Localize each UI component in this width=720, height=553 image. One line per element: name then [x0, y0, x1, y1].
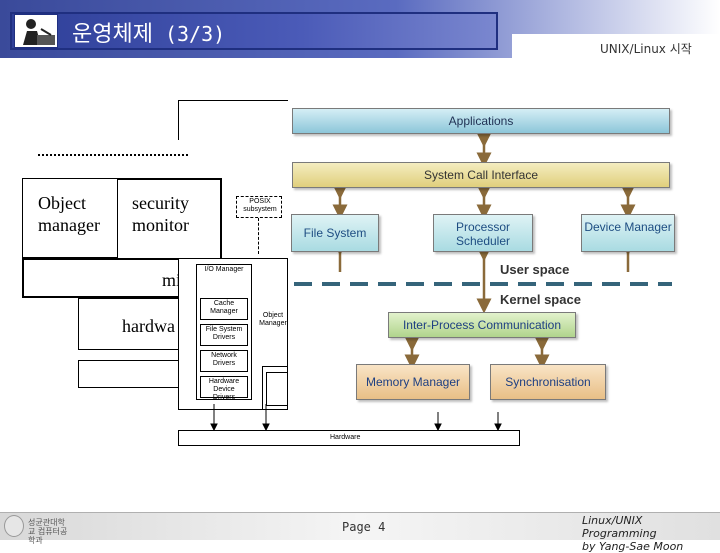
file-system-box: File System [291, 214, 379, 252]
subtitle-tab [512, 34, 720, 60]
object-manager-box [22, 178, 118, 258]
fs-drivers-box [200, 324, 248, 346]
hardware-bar-label: Hardware [330, 434, 361, 441]
cache-manager-box [200, 298, 248, 320]
title-text: 운영체제 [72, 22, 153, 47]
credit-line-1: Linux/UNIX Programming [582, 514, 657, 540]
fs-drivers-label: File System Drivers [205, 326, 243, 341]
credit-line-2: by Yang-Sae Moon [582, 540, 684, 553]
page-number: Page 4 [342, 520, 386, 534]
footer-bar [0, 512, 720, 540]
title-count: (3/3) [164, 22, 226, 46]
security-monitor-label: security monitor [132, 193, 189, 235]
device-manager-box: Device Manager [581, 214, 675, 252]
linux-diagram-connectors [294, 132, 672, 370]
kernel-space-label: Kernel space [500, 292, 581, 307]
page-subtitle: UNIX/Linux 시작 [600, 42, 692, 56]
microkernel-label: mi [162, 270, 182, 290]
title-box [10, 12, 498, 50]
posix-link [258, 218, 259, 254]
dotted-divider [38, 154, 188, 156]
memory-manager-box: Memory Manager [356, 364, 470, 400]
hardware-connectors [210, 404, 502, 432]
hw-drivers-box [200, 376, 248, 398]
user-space-label: User space [500, 262, 570, 277]
network-drivers-box [200, 350, 248, 372]
outer-frame [178, 100, 298, 140]
page-title: 운영체제 (3/3) [72, 16, 225, 48]
ipc-box: Inter-Process Communication [388, 312, 576, 338]
posix-subsystem-box [236, 196, 282, 218]
hw-drivers-label: Hardware Device Drivers [208, 378, 240, 401]
university-name: 성균관대학교 컴퓨터공학과 [28, 518, 68, 545]
synchronisation-box: Synchronisation [490, 364, 606, 400]
hardware-bar [178, 430, 520, 446]
object-manager-label: Object manager [38, 193, 100, 235]
credit: Linux/UNIX Programming by Yang-Sae Moon [582, 514, 720, 553]
stacked-boxes-inner [266, 372, 288, 406]
process-scheduler-box: Processor Scheduler [433, 214, 533, 252]
university-seal-icon [4, 515, 24, 537]
object-manager-small-label: Object Manager [259, 312, 287, 327]
network-drivers-label: Network Drivers [211, 352, 237, 367]
posix-subsystem-label: POSIX subsystem [243, 198, 277, 213]
cache-manager-label: Cache Manager [210, 300, 238, 315]
system-call-interface-box: System Call Interface [292, 162, 670, 188]
io-manager-label: I/O Manager [204, 266, 244, 273]
applications-box: Applications [292, 108, 670, 134]
hardware-label: hardwa [122, 316, 175, 336]
presenter-logo-icon [14, 14, 58, 48]
